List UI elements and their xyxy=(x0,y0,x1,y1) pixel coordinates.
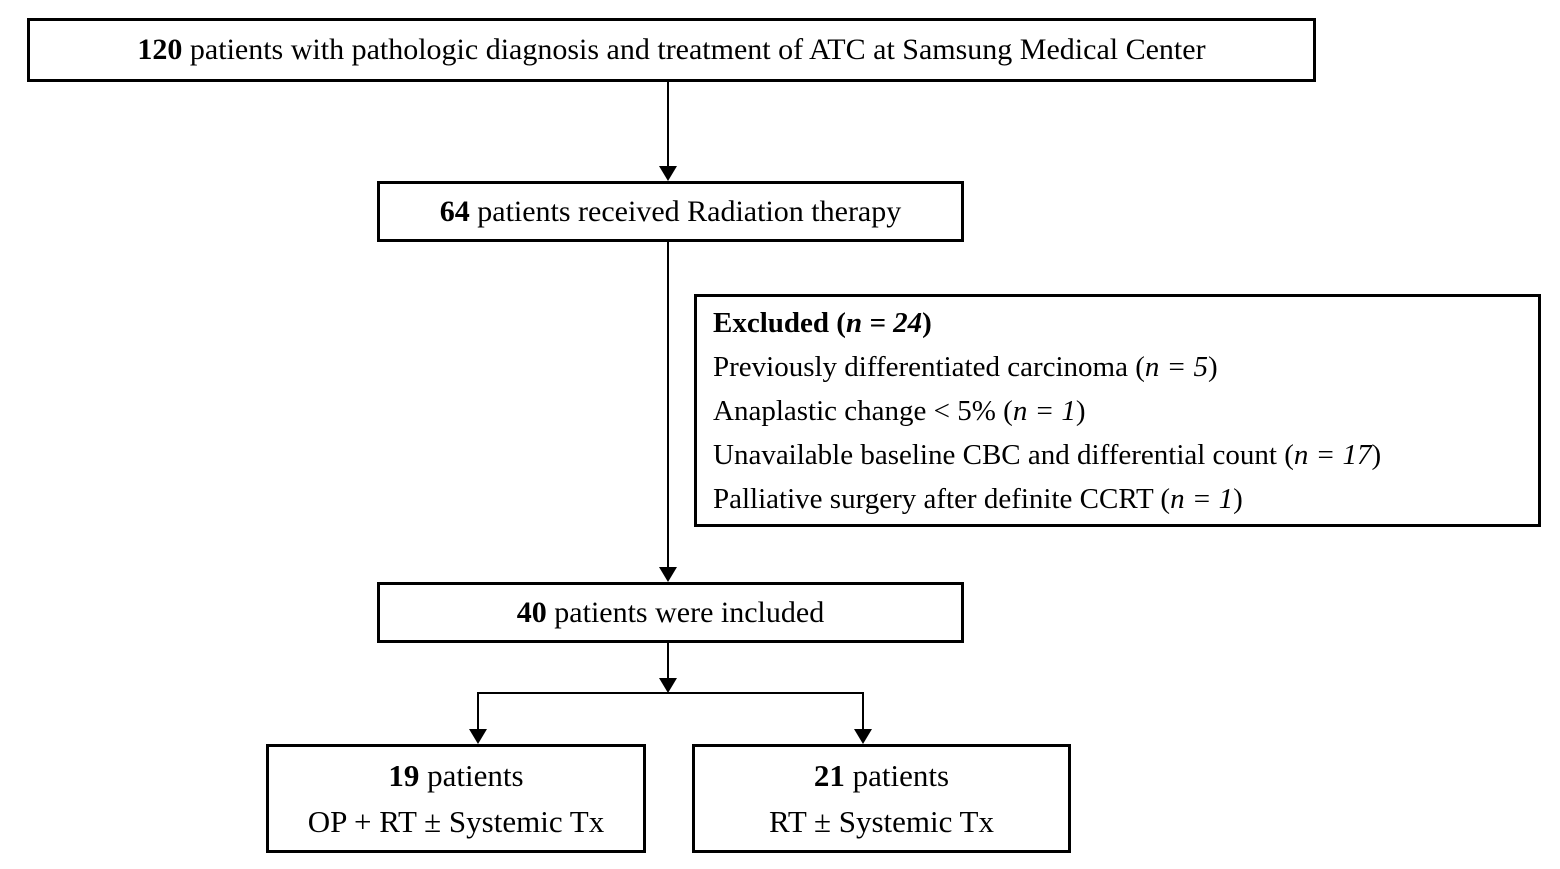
box-radiation-therapy: 64 patients received Radiation therapy xyxy=(377,181,964,242)
box-rt-systemic: 21 patients RT ± Systemic Tx xyxy=(692,744,1071,853)
rt-line2: RT ± Systemic Tx xyxy=(769,803,994,839)
excluded-item-close: ) xyxy=(1207,350,1218,383)
excluded-title-close: ) xyxy=(922,306,932,339)
excluded-item-n: n = 1 xyxy=(1012,394,1076,427)
connector-branch-to-rt-line xyxy=(862,692,864,731)
rt-count: 21 xyxy=(813,757,845,793)
connector-included-to-branch-line xyxy=(667,643,669,680)
radiation-count: 64 xyxy=(439,194,470,228)
total-label: patients with pathologic diagnosis and t… xyxy=(182,33,1206,67)
connector-included-to-branch-arrowhead xyxy=(659,678,677,693)
included-count: 40 xyxy=(516,595,547,629)
op-rt-line2: OP + RT ± Systemic Tx xyxy=(307,803,605,839)
excluded-item-n: n = 1 xyxy=(1170,482,1234,515)
excluded-title: Excluded (n = 24) xyxy=(713,301,932,345)
box-total-patients: 120 patients with pathologic diagnosis a… xyxy=(27,18,1316,82)
op-rt-count: 19 xyxy=(388,757,420,793)
connector-total-to-radiation-arrowhead xyxy=(659,166,677,181)
connector-branch-to-oprt-line xyxy=(477,692,479,731)
excluded-item: Palliative surgery after definite CCRT (… xyxy=(713,477,1243,521)
connector-branch-to-oprt-arrowhead xyxy=(469,729,487,744)
excluded-item-close: ) xyxy=(1371,438,1382,471)
excluded-item-label: Previously differentiated carcinoma ( xyxy=(713,350,1145,383)
included-label: patients were included xyxy=(546,595,825,629)
connector-radiation-to-included-arrowhead xyxy=(659,567,677,582)
box-op-rt-systemic: 19 patients OP + RT ± Systemic Tx xyxy=(266,744,646,853)
radiation-label: patients received Radiation therapy xyxy=(469,194,902,228)
rt-patients-label: patients xyxy=(844,757,950,793)
excluded-item: Unavailable baseline CBC and differentia… xyxy=(713,433,1381,477)
rt-line1: 21 patients xyxy=(814,753,949,799)
box-total-patients-text: 120 patients with pathologic diagnosis a… xyxy=(137,31,1205,69)
box-excluded: Excluded (n = 24) Previously differentia… xyxy=(694,294,1541,527)
excluded-item-n: n = 17 xyxy=(1293,438,1372,471)
box-included-text: 40 patients were included xyxy=(517,594,824,632)
excluded-item-label: Palliative surgery after definite CCRT ( xyxy=(713,482,1171,515)
excluded-item-label: Anaplastic change < 5% ( xyxy=(713,394,1013,427)
excluded-title-n: n = 24 xyxy=(845,306,923,339)
branch-horizontal-line xyxy=(477,692,864,694)
excluded-title-open: Excluded ( xyxy=(713,306,846,339)
excluded-item-label: Unavailable baseline CBC and differentia… xyxy=(713,438,1294,471)
op-rt-line1: 19 patients xyxy=(388,753,523,799)
excluded-item: Anaplastic change < 5% (n = 1) xyxy=(713,389,1086,433)
connector-total-to-radiation-line xyxy=(667,82,669,168)
box-radiation-therapy-text: 64 patients received Radiation therapy xyxy=(440,193,902,231)
excluded-item: Previously differentiated carcinoma (n =… xyxy=(713,345,1218,389)
excluded-item-close: ) xyxy=(1075,394,1086,427)
excluded-item-close: ) xyxy=(1233,482,1243,515)
op-rt-patients-label: patients xyxy=(419,757,524,793)
connector-branch-to-rt-arrowhead xyxy=(854,729,872,744)
connector-radiation-to-included-line xyxy=(667,242,669,570)
box-included: 40 patients were included xyxy=(377,582,964,643)
excluded-item-n: n = 5 xyxy=(1144,350,1208,383)
total-count: 120 xyxy=(137,33,183,67)
